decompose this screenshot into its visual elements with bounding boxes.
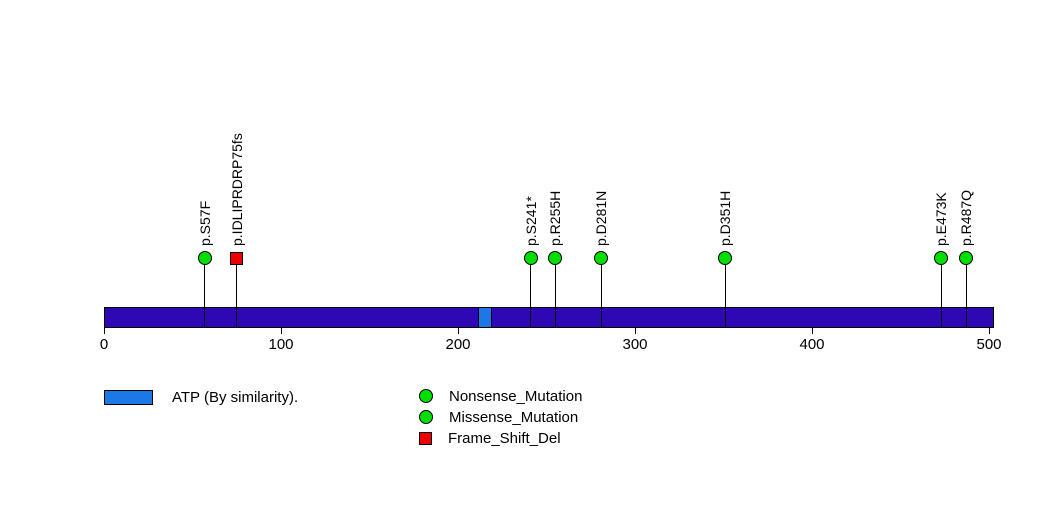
mutation-marker-circle [197, 251, 212, 265]
axis-tick [280, 328, 282, 334]
axis-tick-label: 0 [99, 336, 109, 353]
mutation-legend-circle-swatch [419, 410, 433, 424]
mutation-marker-circle [959, 251, 973, 265]
mutation-stem [724, 258, 726, 328]
domain-legend-swatch [104, 389, 153, 405]
mutation-label: p.IDLIPRDRP75fs [228, 133, 245, 246]
axis-tick-label: 400 [799, 336, 825, 353]
mutation-label: p.E473K [933, 192, 950, 246]
mutation-legend-label: Nonsense_Mutation [449, 387, 583, 405]
axis-tick-label: 500 [976, 336, 1002, 353]
mutation-marker-circle [523, 251, 538, 265]
mutation-marker-circle [934, 251, 949, 265]
mutation-stem [554, 258, 556, 328]
mutation-stem [530, 258, 532, 328]
axis-tick-label: 200 [445, 336, 471, 353]
domain-legend-row: ATP (By similarity). [104, 388, 299, 406]
mutation-label: p.S57F [196, 200, 213, 246]
mutation-legend-row: Nonsense_Mutation [419, 387, 583, 405]
mutation-legend-circle-swatch [419, 389, 433, 403]
mutation-legend-row: Missense_Mutation [419, 408, 579, 426]
mutation-stem [600, 258, 602, 328]
axis-tick [988, 328, 990, 334]
mutation-stem [940, 258, 942, 328]
axis-tick-label: 300 [622, 336, 648, 353]
axis-tick [634, 328, 636, 334]
axis-tick [811, 328, 813, 334]
axis-tick [457, 328, 459, 334]
mutation-legend-label: Frame_Shift_Del [448, 429, 561, 447]
mutation-label: p.D281N [593, 190, 610, 246]
mutation-stem [204, 258, 206, 328]
mutation-marker-circle [718, 251, 733, 265]
mutation-legend-square-swatch [419, 431, 432, 445]
mutation-marker-circle [548, 251, 563, 265]
domain-region [477, 307, 492, 328]
domain-legend-label: ATP (By similarity). [172, 388, 299, 406]
mutation-marker-square [230, 251, 244, 265]
mutation-label: p.R255H [547, 190, 564, 246]
mutation-label: p.S241* [522, 196, 539, 246]
mutation-stem [965, 258, 967, 328]
mutation-stem [236, 258, 238, 328]
mutation-legend-row: Frame_Shift_Del [419, 429, 561, 447]
mutation-legend-label: Missense_Mutation [449, 408, 579, 426]
mutation-label: p.D351H [717, 190, 734, 246]
axis-tick [103, 328, 105, 334]
mutation-marker-circle [594, 251, 609, 265]
protein-backbone [104, 307, 994, 328]
mutation-label: p.R487Q [958, 189, 974, 246]
axis-tick-label: 100 [268, 336, 294, 353]
